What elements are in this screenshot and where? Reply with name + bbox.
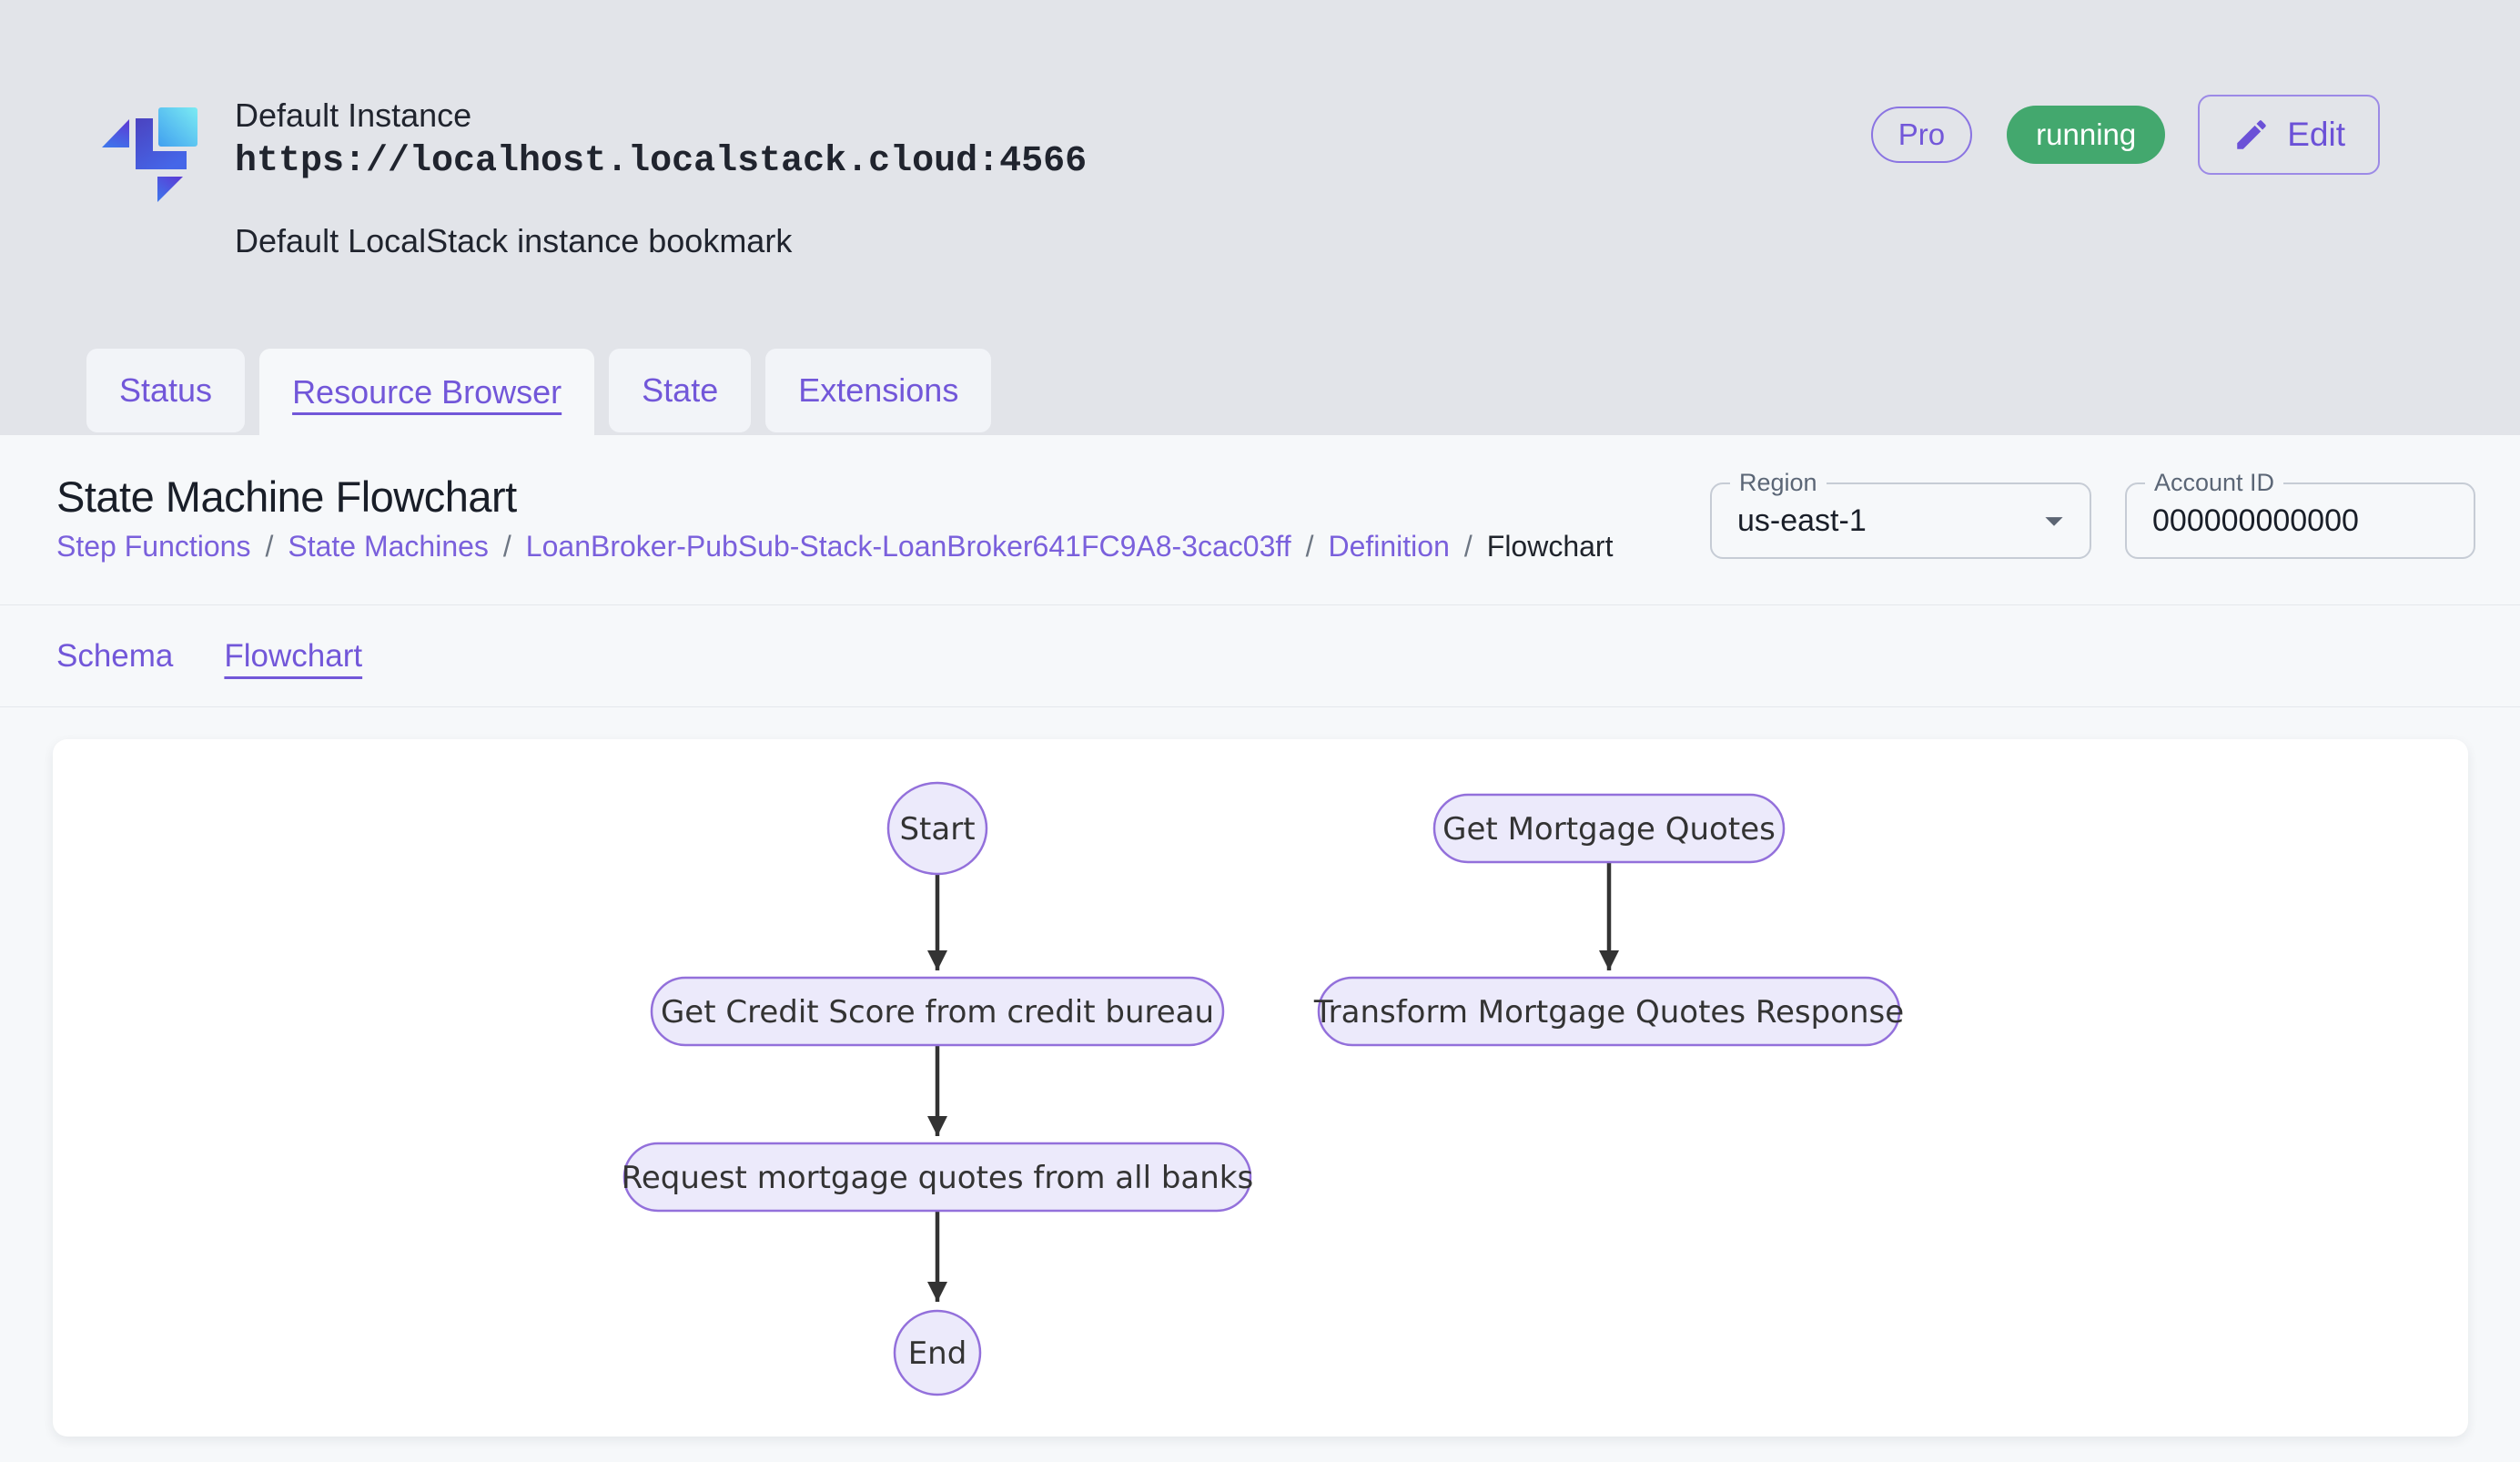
main-tabs: Status Resource Browser State Extensions xyxy=(86,349,992,435)
subtab-flowchart[interactable]: Flowchart xyxy=(224,637,363,674)
tab-status-label: Status xyxy=(119,371,213,409)
instance-header: Default Instance https://localhost.local… xyxy=(0,0,2520,435)
svg-text:Get Mortgage Quotes: Get Mortgage Quotes xyxy=(1442,811,1776,848)
resource-browser-panel: State Machine Flowchart Step Functions /… xyxy=(0,435,2520,1462)
definition-subtabs: Schema Flowchart xyxy=(0,605,2520,707)
tab-extensions[interactable]: Extensions xyxy=(765,349,992,432)
breadcrumb-definition[interactable]: Definition xyxy=(1328,530,1450,563)
subtab-schema[interactable]: Schema xyxy=(56,637,174,674)
flowchart-node-get-credit-score: Get Credit Score from credit bureau xyxy=(650,976,1225,1047)
svg-text:Start: Start xyxy=(899,811,975,848)
flowchart-node-transform-response: Transform Mortgage Quotes Response xyxy=(1313,976,1904,1047)
panel-header: State Machine Flowchart Step Functions /… xyxy=(0,435,2520,605)
breadcrumb-separator: / xyxy=(1463,530,1473,563)
breadcrumb-state-machines[interactable]: State Machines xyxy=(288,530,489,563)
flowchart-node-get-mortgage-quotes: Get Mortgage Quotes xyxy=(1432,793,1786,864)
tab-state[interactable]: State xyxy=(609,349,752,432)
breadcrumb: Step Functions / State Machines / LoanBr… xyxy=(56,530,1613,563)
flowchart-node-start: Start xyxy=(886,781,988,876)
pencil-icon xyxy=(2237,120,2266,149)
page-title: State Machine Flowchart xyxy=(56,472,517,521)
breadcrumb-separator: / xyxy=(502,530,511,563)
instance-info: Default Instance https://localhost.local… xyxy=(235,95,1087,262)
instance-endpoint-url: https://localhost.localstack.cloud:4566 xyxy=(235,141,1088,182)
region-select-label: Region xyxy=(1730,469,1827,496)
breadcrumb-state-machine-name[interactable]: LoanBroker-PubSub-Stack-LoanBroker641FC9… xyxy=(525,530,1291,563)
flowchart-node-request-quotes: Request mortgage quotes from all banks xyxy=(622,1142,1253,1213)
breadcrumb-flowchart: Flowchart xyxy=(1486,530,1614,563)
tab-extensions-label: Extensions xyxy=(798,371,959,409)
localstack-logo xyxy=(102,107,197,202)
flowchart-canvas: Start Get Mortgage Quotes Get Credit Sco… xyxy=(53,739,2468,1437)
instance-name: Default Instance xyxy=(235,96,472,134)
tab-state-label: State xyxy=(642,371,719,409)
breadcrumb-step-functions[interactable]: Step Functions xyxy=(56,530,251,563)
svg-text:Request mortgage quotes from a: Request mortgage quotes from all banks xyxy=(622,1160,1253,1196)
svg-text:Get Credit Score from credit b: Get Credit Score from credit bureau xyxy=(661,994,1214,1031)
region-select-value: us-east-1 xyxy=(1737,503,1867,538)
svg-text:Transform Mortgage Quotes Resp: Transform Mortgage Quotes Response xyxy=(1313,994,1904,1031)
flowchart-node-end: End xyxy=(893,1309,982,1396)
edit-button-label: Edit xyxy=(2287,116,2345,153)
edit-button[interactable]: Edit xyxy=(2198,95,2380,175)
breadcrumb-separator: / xyxy=(265,530,274,563)
breadcrumb-separator: / xyxy=(1305,530,1314,563)
header-actions: Pro running Edit xyxy=(1870,95,2380,175)
account-id-input[interactable] xyxy=(2152,484,2444,557)
tab-resource-browser[interactable]: Resource Browser xyxy=(259,349,595,435)
instance-description: Default LocalStack instance bookmark xyxy=(235,222,793,259)
tab-resource-browser-label: Resource Browser xyxy=(292,372,562,411)
chevron-down-icon xyxy=(2045,517,2063,526)
svg-text:End: End xyxy=(908,1335,967,1372)
account-id-field: Account ID xyxy=(2125,469,2475,559)
state-machine-flowchart: Start Get Mortgage Quotes Get Credit Sco… xyxy=(622,781,1904,1396)
status-badge: running xyxy=(2007,106,2166,164)
tab-status[interactable]: Status xyxy=(86,349,246,432)
pro-badge: Pro xyxy=(1870,107,1973,163)
region-select[interactable]: Region us-east-1 xyxy=(1710,469,2091,559)
